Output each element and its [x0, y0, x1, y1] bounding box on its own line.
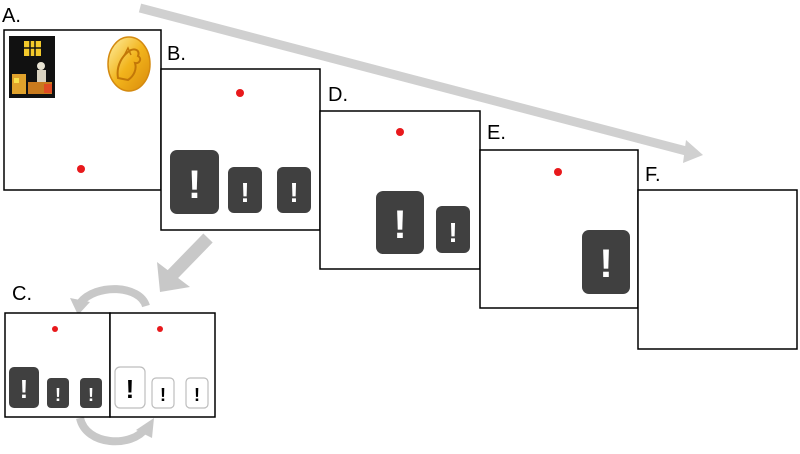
fixation-dot [236, 89, 244, 97]
cycle-arrow-top [70, 285, 150, 315]
panel-e-label: E. [487, 122, 506, 144]
panel-b: B. ! ! ! [160, 43, 321, 231]
exclamation-mark: ! [126, 374, 135, 404]
exclamation-mark: ! [393, 203, 406, 247]
stimulus-card-small: ! [277, 167, 311, 213]
exclamation-mark: ! [240, 177, 249, 208]
panel-d: D. ! ! [319, 84, 481, 270]
exclamation-mark: ! [188, 163, 201, 207]
panel-f: F. [637, 164, 798, 350]
panel-d-label: D. [328, 84, 348, 106]
stimulus-card-large: ! [170, 150, 219, 214]
exclamation-mark: ! [88, 385, 94, 405]
panel-e: E. ! [479, 122, 639, 309]
panel-f-frame [637, 189, 798, 350]
exclamation-mark: ! [20, 374, 29, 404]
scene-image [9, 36, 55, 98]
stimulus-card-large: ! [582, 230, 630, 294]
exclamation-mark: ! [160, 385, 166, 405]
arrow-b-to-c [157, 233, 213, 292]
panel-a: A. [2, 5, 162, 191]
panel-f-label: F. [645, 164, 661, 186]
stimulus-card-small: ! [228, 167, 262, 213]
stimulus-card-large-outline: ! [114, 366, 146, 409]
exclamation-mark: ! [289, 177, 298, 208]
stimulus-card-small-outline: ! [185, 377, 209, 409]
exclamation-mark: ! [55, 385, 61, 405]
exclamation-mark: ! [599, 242, 612, 286]
fixation-dot [396, 128, 404, 136]
stimulus-card-large: ! [376, 191, 424, 254]
fixation-dot [554, 168, 562, 176]
coin-image [107, 36, 151, 92]
progression-arrow [138, 3, 703, 163]
stimulus-card-small: ! [436, 206, 470, 253]
exclamation-mark: ! [194, 385, 200, 405]
cycle-arrow-bottom [76, 416, 154, 446]
panel-c-label: C. [12, 283, 32, 305]
panel-c: C. ! ! ! ! [4, 283, 216, 446]
fixation-dot [157, 326, 163, 332]
stimulus-card-small: ! [80, 378, 102, 408]
exclamation-mark: ! [448, 217, 457, 248]
stimulus-card-small-outline: ! [151, 377, 175, 409]
stimulus-card-large: ! [9, 367, 39, 408]
fixation-dot [77, 165, 85, 173]
fixation-dot [52, 326, 58, 332]
panel-a-label: A. [2, 5, 21, 27]
stimulus-card-small: ! [47, 378, 69, 408]
panel-b-label: B. [167, 43, 186, 65]
